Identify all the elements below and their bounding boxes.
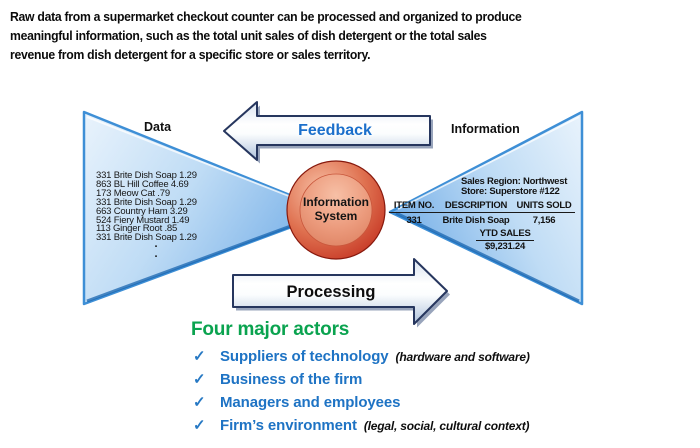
processing-arrow-label: Processing (286, 283, 376, 301)
raw-data-item: 173 Meow Cat .79 (96, 187, 170, 199)
feedback-arrow (223, 101, 433, 164)
raw-data-item: 113 Ginger Root .85 (96, 223, 178, 235)
raw-data-item: 663 Country Ham 3.29 (96, 205, 188, 217)
information-system-label: Information System (303, 195, 369, 223)
raw-data-item: 863 BL Hill Coffee 4.69 (96, 178, 189, 190)
raw-data-item: 331 Brite Dish Soap 1.29 (96, 196, 197, 208)
actor-label: Firm’s environment (220, 417, 357, 434)
report-ytd-header: YTD SALES (476, 228, 534, 241)
checkmark-icon: ✓ (193, 417, 206, 434)
actor-row: ✓ Firm’s environment (legal, social, cul… (193, 416, 530, 439)
information-system-circle (286, 160, 386, 260)
intro-text: Raw data from a supermarket checkout cou… (10, 7, 522, 64)
information-label: Information (451, 122, 520, 136)
actor-row: ✓ Managers and employees (193, 393, 530, 416)
data-label: Data (144, 120, 172, 134)
information-triangle (388, 110, 584, 306)
report-region-line: Sales Region: Northwest (461, 176, 568, 187)
raw-data-item: 331 Brite Dish Soap 1.29 (96, 170, 197, 181)
report-value-description: Brite Dish Soap (442, 215, 510, 226)
report-value-units-sold: 7,156 (532, 215, 556, 226)
report-col-item-no: ITEM NO. (389, 200, 439, 213)
data-triangle (82, 110, 334, 306)
vertical-ellipsis: . . (154, 238, 158, 260)
checkmark-icon: ✓ (193, 371, 206, 388)
raw-data-list: 331 Brite Dish Soap 1.29 863 BL Hill Cof… (96, 170, 197, 244)
actor-label: Business of the firm (220, 371, 363, 388)
report-col-units-sold: UNITS SOLD (513, 200, 575, 213)
report-region: Sales Region: Northwest Store: Superstor… (461, 177, 567, 197)
raw-data-item: 331 Brite Dish Soap 1.29 (96, 232, 197, 244)
actor-label: Suppliers of technology (220, 348, 389, 365)
actor-row: ✓ Suppliers of technology (hardware and … (193, 347, 530, 370)
report-ytd-value: $9,231.24 (484, 241, 525, 252)
actor-note: (hardware and software) (395, 350, 530, 364)
intro-line: meaningful information, such as the tota… (10, 28, 487, 43)
actor-note: (legal, social, cultural context) (363, 419, 530, 433)
intro-line: Raw data from a supermarket checkout cou… (10, 9, 522, 24)
feedback-arrow-label: Feedback (298, 122, 372, 139)
checkmark-icon: ✓ (193, 394, 206, 411)
actors-list: ✓ Suppliers of technology (hardware and … (193, 347, 530, 439)
report-col-description: DESCRIPTION (439, 200, 513, 213)
actors-heading: Four major actors (191, 319, 350, 340)
checkmark-icon: ✓ (193, 348, 206, 365)
report-region-line: Store: Superstore #122 (461, 185, 560, 197)
raw-data-item: 524 Fiery Mustard 1.49 (96, 214, 190, 226)
report-value-item-no: 331 (406, 215, 422, 226)
actor-label: Managers and employees (220, 394, 401, 411)
processing-arrow (232, 258, 450, 328)
actor-row: ✓ Business of the firm (193, 370, 530, 393)
intro-line: revenue from dish detergent for a specif… (10, 47, 371, 62)
